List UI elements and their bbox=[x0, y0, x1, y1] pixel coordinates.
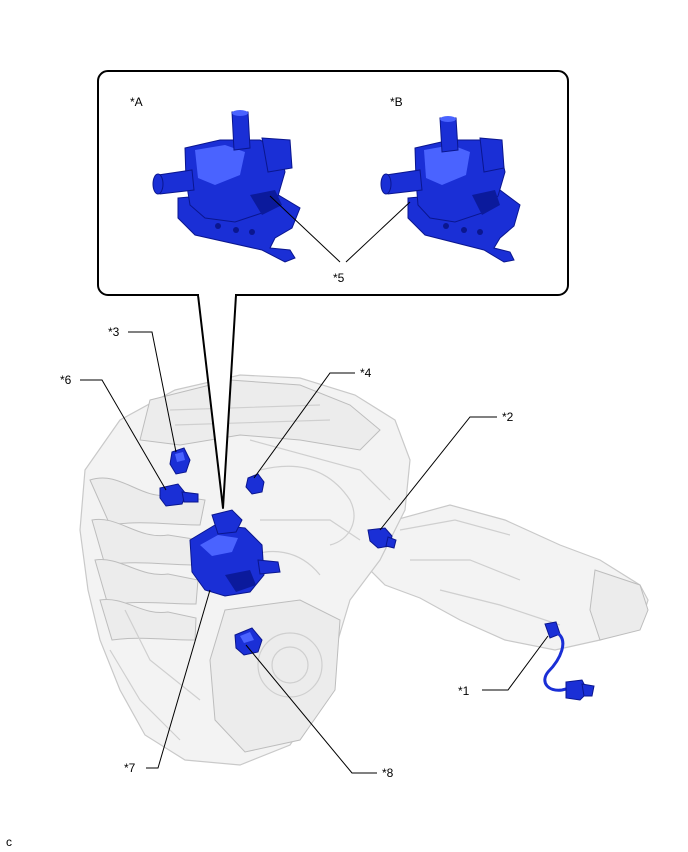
part-2-component bbox=[367, 527, 397, 549]
leader-4 bbox=[253, 372, 355, 479]
part-8-component bbox=[234, 627, 263, 656]
part-4-component bbox=[245, 473, 265, 495]
view-b-component bbox=[380, 116, 521, 263]
leader-3 bbox=[128, 331, 177, 453]
leader-2 bbox=[379, 416, 497, 531]
leader-1 bbox=[482, 635, 549, 691]
part-7-component bbox=[189, 509, 281, 597]
part-2-label: *2 bbox=[502, 410, 514, 424]
detail-inset: *A *B *5 bbox=[97, 70, 569, 509]
part-6-label: *6 bbox=[60, 373, 72, 387]
part-4-label: *4 bbox=[360, 366, 372, 380]
part-5-label: *5 bbox=[333, 271, 345, 285]
part-1-component bbox=[543, 621, 595, 701]
footer-code: c bbox=[6, 835, 12, 849]
leader-6 bbox=[80, 379, 167, 491]
part-1-label: *1 bbox=[458, 684, 470, 698]
part-labels: *1 *2 *3 *4 *6 *7 *8 c bbox=[6, 325, 514, 849]
view-a-component bbox=[152, 110, 301, 263]
leader-7 bbox=[146, 589, 211, 769]
leader-5b bbox=[345, 201, 411, 263]
installed-components bbox=[159, 447, 595, 701]
leader-lines bbox=[80, 331, 549, 774]
view-a-label: *A bbox=[130, 95, 143, 109]
part-3-component bbox=[169, 447, 191, 475]
part-7-label: *7 bbox=[124, 761, 136, 775]
leader-5a bbox=[269, 195, 341, 263]
part-6-component bbox=[159, 483, 199, 507]
view-b-label: *B bbox=[390, 95, 403, 109]
part-8-label: *8 bbox=[382, 766, 394, 780]
part-3-label: *3 bbox=[108, 325, 120, 339]
leader-8 bbox=[245, 644, 377, 774]
engine-illustration bbox=[79, 374, 649, 766]
